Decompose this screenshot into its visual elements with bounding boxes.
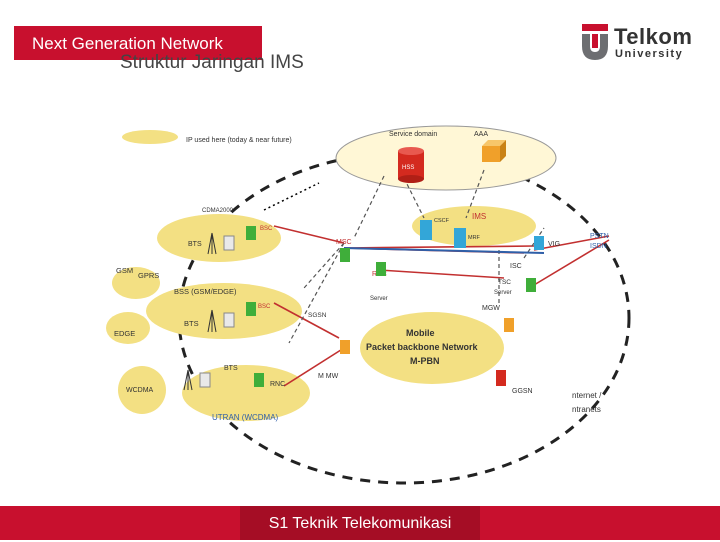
mrf-node: MRF: [454, 228, 481, 248]
telkom-university-logo: Telkom University: [580, 22, 700, 66]
tsc-server-label: Server: [494, 290, 512, 296]
pstn-label: PSTN: [590, 233, 609, 240]
logo-name: Telkom: [614, 24, 693, 49]
msc-label: MSC: [336, 239, 352, 246]
bsc-bss-label: BSC: [258, 304, 271, 310]
mpbn-label: M-PBN: [410, 356, 440, 366]
ggsn-node: [496, 370, 506, 386]
bts-utran-label: BTS: [224, 365, 238, 372]
dashed-links: [288, 169, 545, 344]
legend-oval: [122, 130, 178, 144]
rnc-label: RNC: [270, 381, 285, 388]
mmw-node: [340, 340, 350, 354]
mrf-label: MRF: [468, 235, 481, 241]
cdma2000-ellipse: [157, 214, 281, 262]
logo-subtitle: University: [615, 48, 684, 60]
vig-node: [534, 236, 544, 250]
ggsn-label: GGSN: [512, 388, 533, 395]
cdma2000-label: CDMA2000: [202, 208, 234, 214]
aaa-node: [482, 140, 506, 162]
utran-ellipse: [182, 365, 310, 421]
intranets-label: ntranets: [572, 405, 601, 414]
aaa-label: AAA: [474, 131, 488, 138]
section-tag: Next Generation Network: [14, 26, 262, 60]
bss-label: BSS (GSM/EDGE): [174, 287, 237, 296]
footer-bar: S1 Teknik Telekomunikasi: [0, 506, 720, 540]
isc-label: ISC: [510, 263, 522, 270]
bts-utran-tower: [183, 369, 193, 391]
utran-label: UTRAN (WCDMA): [212, 413, 279, 422]
red-links: [273, 225, 610, 387]
bss-ellipse: [146, 283, 302, 339]
mgw-node: [504, 318, 514, 332]
bsc-cdma-label: BSC: [260, 226, 273, 232]
mmw-label: M MW: [318, 373, 339, 380]
service-domain-label: Service domain: [389, 131, 437, 138]
mobile-backbone-ellipse: [360, 312, 504, 384]
gsm-ellipse: [112, 267, 160, 299]
vig-label: VIG: [548, 241, 560, 248]
gprs-label: GPRS: [138, 271, 159, 280]
ims-label: IMS: [472, 212, 486, 221]
dotted-link: [263, 182, 320, 211]
edge-label: EDGE: [114, 329, 135, 338]
telkom-logo-icon: [582, 24, 608, 60]
bts-cdma-rack: [223, 235, 235, 251]
internet-label: nternet /: [572, 391, 602, 400]
bts-cdma-label: BTS: [188, 241, 202, 248]
mobile-label: Mobile: [406, 328, 435, 338]
sgsn-label: SGSN: [308, 312, 327, 319]
bts-utran-rack: [199, 372, 211, 388]
tsc-node: [526, 278, 536, 292]
tsc-label: TSC: [498, 279, 511, 286]
hss-node: HSS: [398, 147, 424, 183]
bts-bss-label: BTS: [184, 319, 199, 328]
bsc-cdma-node: [246, 226, 256, 240]
bts-bss-rack: [223, 312, 235, 328]
cscf-label: CSCF: [434, 218, 450, 224]
rnc-node: [254, 373, 264, 387]
service-domain-ellipse: [335, 125, 557, 191]
slide-title: Struktur Jaringan IMS: [120, 52, 304, 73]
blue-links: [343, 247, 545, 254]
cscf-node: CSCF: [420, 218, 450, 240]
mgw-label: MGW: [482, 305, 500, 312]
legend-text: IP used here (today & near future): [186, 137, 292, 144]
edge-ellipse: [106, 312, 150, 344]
wcdma-ellipse: [118, 366, 166, 414]
ims-network-diagram: IP used here (today & near future) Servi…: [106, 125, 631, 485]
isdn-label: ISDN: [590, 243, 607, 250]
wcdma-label: WCDMA: [126, 387, 154, 394]
hss-label: HSS: [402, 165, 414, 171]
bts-cdma-tower: [207, 232, 217, 255]
rsc-node: [376, 262, 386, 276]
ims-ellipse: [412, 206, 536, 246]
backbone-label: Packet backbone Network: [366, 342, 479, 352]
bts-bss-tower: [207, 309, 217, 333]
footer-text: S1 Teknik Telekomunikasi: [240, 506, 480, 540]
bsc-bss-node: [246, 302, 256, 316]
msc-node: [340, 248, 350, 262]
gsm-label: GSM: [116, 266, 133, 275]
rsc-server-label: Server: [370, 296, 388, 302]
